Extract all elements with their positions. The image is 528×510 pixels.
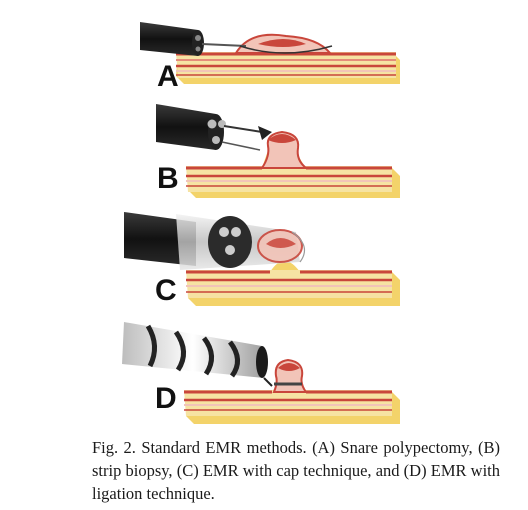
- panel-d-label: D: [155, 382, 177, 415]
- panel-b-illustration: [156, 104, 400, 198]
- panel-c-illustration: [124, 212, 400, 306]
- panel-a-illustration: [140, 22, 400, 84]
- panel-d-tissue: [184, 358, 400, 424]
- panel-a-endoscope: [140, 22, 333, 56]
- figure-caption-text: Standard EMR methods. (A) Snare polypect…: [92, 438, 500, 503]
- panel-c-tissue: [186, 261, 400, 306]
- panel-b-endoscope: [156, 104, 272, 151]
- panel-d-illustration: [122, 322, 400, 424]
- figure-label: Fig. 2.: [92, 438, 136, 457]
- figure-caption: Fig. 2. Standard EMR methods. (A) Snare …: [92, 436, 500, 505]
- panel-b-tissue: [186, 130, 400, 198]
- panel-b-label: B: [157, 162, 179, 195]
- panel-a-tissue: [176, 33, 400, 84]
- panel-a-label: A: [157, 60, 179, 93]
- panel-d-ligation-device: [122, 322, 273, 387]
- panel-c-label: C: [155, 274, 177, 307]
- panel-c-endoscope-with-cap: [124, 212, 306, 270]
